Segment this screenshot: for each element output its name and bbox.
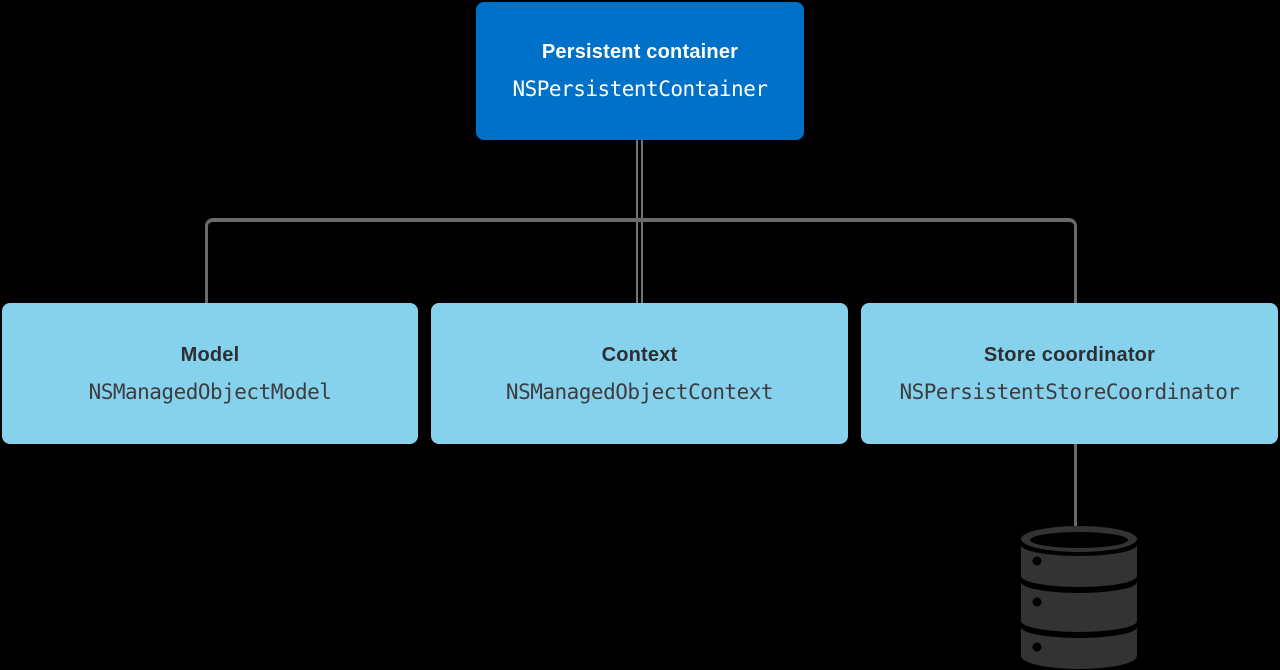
node-persistent-container-title: Persistent container	[541, 41, 739, 63]
node-store-coordinator-code: NSPersistentStoreCoordinator	[899, 379, 1240, 404]
node-context: Context NSManagedObjectContext	[431, 303, 848, 444]
node-model-title: Model	[180, 343, 240, 366]
node-store-coordinator-title: Store coordinator	[983, 343, 1156, 366]
node-context-title: Context	[601, 343, 678, 366]
node-store-coordinator: Store coordinator NSPersistentStoreCoord…	[861, 303, 1278, 444]
node-model: Model NSManagedObjectModel	[2, 303, 418, 444]
connector-coordinator-to-database	[1074, 444, 1077, 526]
node-model-code: NSManagedObjectModel	[88, 379, 332, 404]
node-context-code: NSManagedObjectContext	[505, 379, 774, 404]
node-persistent-container: Persistent container NSPersistentContain…	[476, 2, 804, 140]
database-icon	[1021, 526, 1137, 669]
node-persistent-container-code: NSPersistentContainer	[512, 77, 768, 101]
connector-branch	[205, 218, 1077, 303]
